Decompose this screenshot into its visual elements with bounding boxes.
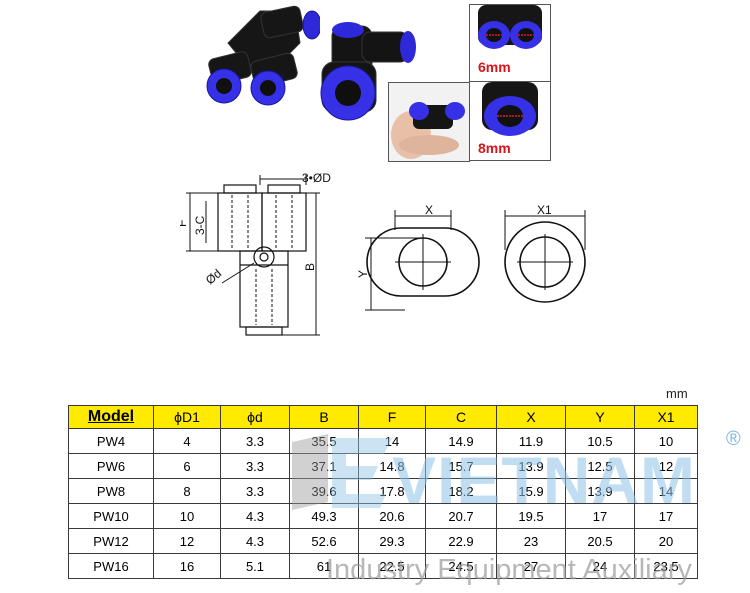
dim-label-d: Ød bbox=[203, 266, 224, 287]
dim-label-x: X bbox=[425, 203, 433, 217]
cell-x: 19.5 bbox=[496, 503, 566, 529]
size-label-8mm: 8mm bbox=[478, 140, 511, 156]
dim-label-y: Y bbox=[356, 270, 370, 278]
cell-x: 23 bbox=[496, 528, 566, 554]
cell-f: 22.5 bbox=[358, 553, 426, 579]
cell-x1: 20 bbox=[634, 528, 698, 554]
cell-d1: 8 bbox=[153, 478, 221, 504]
header-f: F bbox=[358, 405, 426, 429]
cell-d1: 10 bbox=[153, 503, 221, 529]
cell-model: PW8 bbox=[68, 478, 154, 504]
header-model: Model bbox=[68, 405, 154, 429]
cell-x1: 12 bbox=[634, 453, 698, 479]
cell-f: 20.6 bbox=[358, 503, 426, 529]
cell-b: 52.6 bbox=[289, 528, 359, 554]
header-c: C bbox=[425, 405, 497, 429]
table-header-row: Model ϕD1 ϕd B F C X Y X1 bbox=[68, 405, 698, 429]
cell-x: 11.9 bbox=[496, 428, 566, 454]
cell-c: 24.5 bbox=[425, 553, 497, 579]
dim-label-x1: X1 bbox=[537, 203, 552, 217]
end-view-drawing: X1 bbox=[504, 203, 586, 303]
cell-x1: 23.5 bbox=[634, 553, 698, 579]
dim-label-f: F bbox=[180, 220, 189, 227]
cell-d1: 6 bbox=[153, 453, 221, 479]
cell-y: 20.5 bbox=[565, 528, 635, 554]
side-view-drawing: F 3-C B 3•ØD Ød bbox=[180, 171, 331, 336]
cell-c: 20.7 bbox=[425, 503, 497, 529]
cell-b: 37.1 bbox=[289, 453, 359, 479]
cell-model: PW16 bbox=[68, 553, 154, 579]
product-photo-2 bbox=[320, 22, 416, 121]
unit-label: mm bbox=[666, 386, 688, 401]
cell-c: 22.9 bbox=[425, 528, 497, 554]
cell-x1: 14 bbox=[634, 478, 698, 504]
product-photo-1 bbox=[206, 5, 320, 106]
cell-y: 12.5 bbox=[565, 453, 635, 479]
photo-inset-hand bbox=[388, 82, 470, 162]
cell-d: 3.3 bbox=[220, 478, 290, 504]
cell-d: 3.3 bbox=[220, 453, 290, 479]
watermark-logo-mark bbox=[292, 434, 392, 510]
dim-label-bore: 3•ØD bbox=[302, 171, 331, 185]
cell-y: 24 bbox=[565, 553, 635, 579]
cell-b: 49.3 bbox=[289, 503, 359, 529]
cell-x1: 10 bbox=[634, 428, 698, 454]
header-y: Y bbox=[565, 405, 635, 429]
fitting-8mm-photo bbox=[482, 82, 538, 136]
front-view-drawing: X Y bbox=[356, 203, 480, 311]
cell-d: 5.1 bbox=[220, 553, 290, 579]
cell-d: 4.3 bbox=[220, 503, 290, 529]
cell-c: 15.7 bbox=[425, 453, 497, 479]
header-x: X bbox=[496, 405, 566, 429]
cell-model: PW4 bbox=[68, 428, 154, 454]
watermark-registered-mark: ® bbox=[726, 428, 741, 450]
cell-d1: 4 bbox=[153, 428, 221, 454]
cell-c: 14.9 bbox=[425, 428, 497, 454]
hand-photo-illustration bbox=[389, 83, 469, 161]
cell-model: PW10 bbox=[68, 503, 154, 529]
cell-b: 61 bbox=[289, 553, 359, 579]
size-label-6mm: 6mm bbox=[478, 59, 511, 75]
cell-y: 17 bbox=[565, 503, 635, 529]
photo-inset-6mm: 6mm bbox=[469, 4, 551, 82]
cell-model: PW6 bbox=[68, 453, 154, 479]
cell-x: 27 bbox=[496, 553, 566, 579]
cell-x: 15.9 bbox=[496, 478, 566, 504]
cell-c: 18.2 bbox=[425, 478, 497, 504]
cell-model: PW12 bbox=[68, 528, 154, 554]
cell-x: 13.9 bbox=[496, 453, 566, 479]
cell-x1: 17 bbox=[634, 503, 698, 529]
dim-label-b: B bbox=[303, 263, 317, 271]
cell-d: 3.3 bbox=[220, 428, 290, 454]
header-d1: ϕD1 bbox=[153, 405, 221, 429]
cell-d1: 16 bbox=[153, 553, 221, 579]
cell-y: 10.5 bbox=[565, 428, 635, 454]
header-d: ϕd bbox=[220, 405, 290, 429]
spec-table: Model ϕD1 ϕd B F C X Y X1 PW443.335.5141… bbox=[68, 405, 698, 579]
fitting-6mm-photo bbox=[478, 5, 542, 49]
photo-inset-8mm: 8mm bbox=[469, 81, 551, 161]
header-b: B bbox=[289, 405, 359, 429]
cell-d1: 12 bbox=[153, 528, 221, 554]
header-x1: X1 bbox=[634, 405, 698, 429]
cell-y: 13.9 bbox=[565, 478, 635, 504]
dim-label-3c: 3-C bbox=[193, 215, 207, 235]
cell-d: 4.3 bbox=[220, 528, 290, 554]
cell-f: 29.3 bbox=[358, 528, 426, 554]
